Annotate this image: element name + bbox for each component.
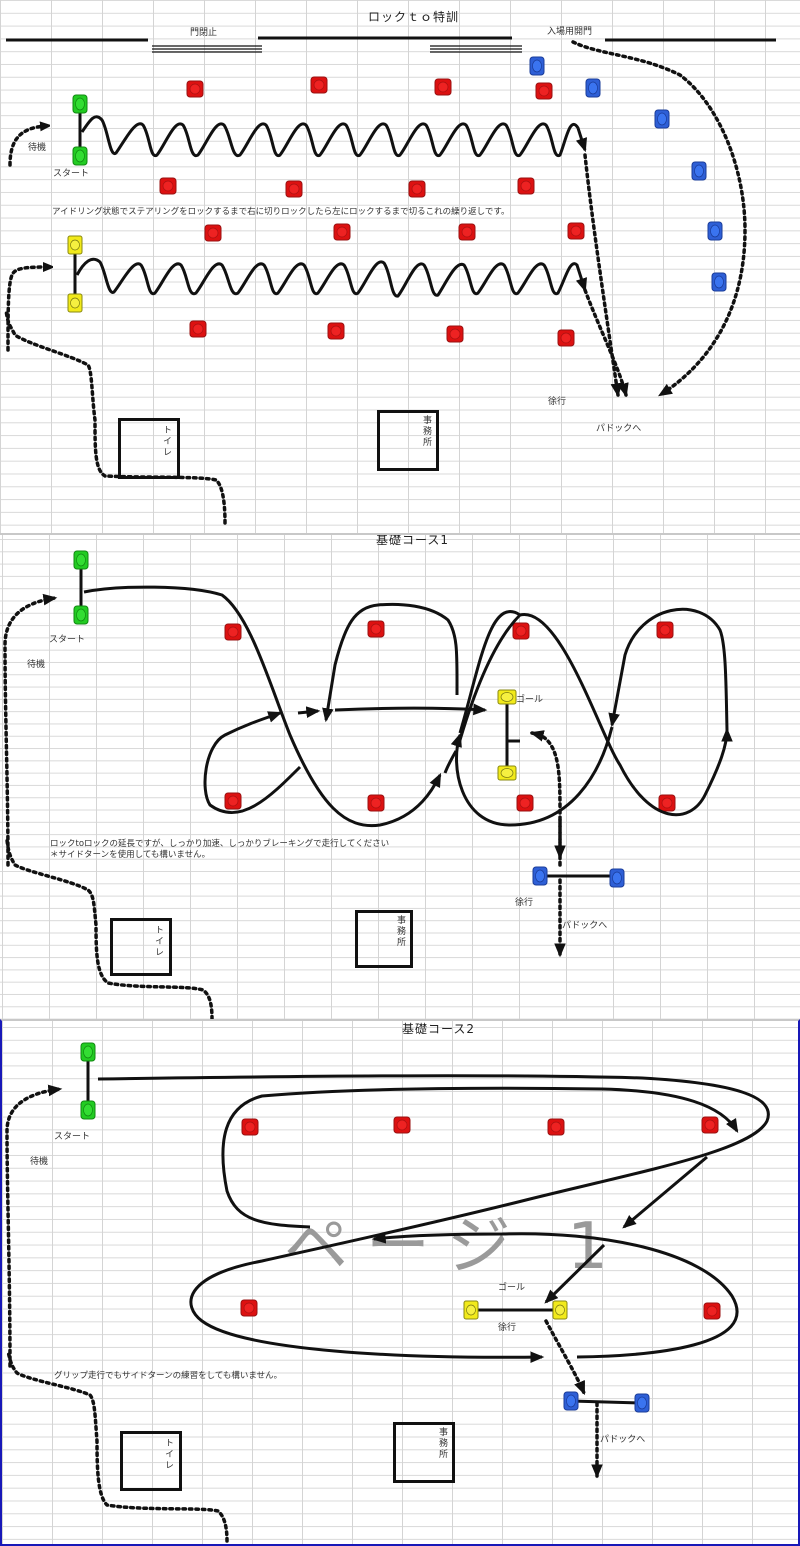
course-diagram-basic-2	[5, 1042, 770, 1543]
waiting-label: 待機	[28, 143, 47, 153]
start-label: スタート	[54, 1132, 91, 1142]
paddock-label: パドックへ	[562, 921, 608, 931]
course-path	[97, 1074, 770, 1363]
toilet-building: トイレ	[110, 918, 172, 976]
dotted-routes	[4, 40, 747, 525]
toilet-building: トイレ	[120, 1431, 182, 1491]
toilet-label: トイレ	[163, 1438, 173, 1471]
goal-gate-yellow	[497, 689, 520, 781]
instruction-line-2: ＊サイドターンを使用しても構いません。	[50, 850, 211, 860]
slalom-path-2	[75, 257, 588, 298]
toilet-label: トイレ	[153, 925, 163, 958]
dotted-routes	[5, 1084, 603, 1543]
gate-closed-label: 門閉止	[190, 28, 218, 38]
sheet-basic-course-2: ページ 1	[0, 1019, 800, 1546]
start-gate-yellow	[67, 235, 83, 313]
slow-gate-blue	[563, 1391, 650, 1413]
course-path	[83, 585, 733, 828]
goal-label: ゴール	[498, 1283, 526, 1293]
sheet-title: 基礎コース2	[402, 1022, 476, 1036]
office-building: 事務所	[393, 1422, 455, 1483]
sheet-title: 基礎コース1	[376, 533, 450, 547]
entrance-gate-label: 入場用開門	[547, 27, 593, 37]
start-gate-green	[73, 550, 89, 625]
office-label: 事務所	[421, 415, 431, 448]
office-label: 事務所	[395, 915, 405, 948]
start-label: スタート	[49, 635, 86, 645]
office-label: 事務所	[437, 1427, 447, 1460]
waiting-label: 待機	[30, 1157, 49, 1167]
goal-label: ゴール	[516, 695, 544, 705]
paddock-label: パドックへ	[600, 1435, 646, 1445]
sheet-title: ロックｔｏ特訓	[368, 10, 460, 24]
sheet-lock-to-lock: ロックｔｏ特訓 門閉止 入場用開門 待機 スタート アイドリング状態でステアリン…	[0, 0, 800, 533]
dotted-routes	[3, 593, 566, 1021]
instruction-line-1: ロックtoロックの延長ですが、しっかり加速、しっかりブレーキングで走行してくださ…	[50, 839, 390, 849]
goal-gate-yellow	[463, 1300, 568, 1320]
sheet-basic-course-1: 基礎コース1 スタート 待機 ゴール ロックtoロックの延長ですが、しっかり加速…	[0, 533, 800, 1021]
slow-label: 徐行	[548, 397, 567, 407]
slow-label: 徐行	[515, 898, 534, 908]
toilet-label: トイレ	[161, 425, 171, 458]
course-diagram-basic-1	[3, 550, 733, 1021]
page-watermark: ページ 1	[284, 1210, 626, 1284]
office-building: 事務所	[355, 910, 413, 968]
start-label: スタート	[53, 169, 90, 179]
toilet-building: トイレ	[118, 418, 180, 479]
slow-label: 徐行	[498, 1323, 517, 1333]
start-gate-green	[80, 1042, 96, 1120]
boundary-lines	[6, 36, 776, 53]
slow-gate-blue	[532, 866, 625, 888]
red-cones	[240, 1116, 721, 1320]
instruction-text: アイドリング状態でステアリングをロックするまで右に切りロックしたら左にロックする…	[52, 207, 510, 217]
instruction-text: グリップ走行でもサイドターンの練習をしても構いません。	[54, 1371, 283, 1381]
start-gate-green	[72, 94, 88, 166]
slalom-path-1	[80, 115, 588, 158]
red-cones	[224, 620, 676, 812]
waiting-label: 待機	[27, 660, 46, 670]
paddock-label: パドックへ	[596, 424, 642, 434]
course-diagram-lock-to-lock	[4, 36, 776, 525]
office-building: 事務所	[377, 410, 439, 471]
